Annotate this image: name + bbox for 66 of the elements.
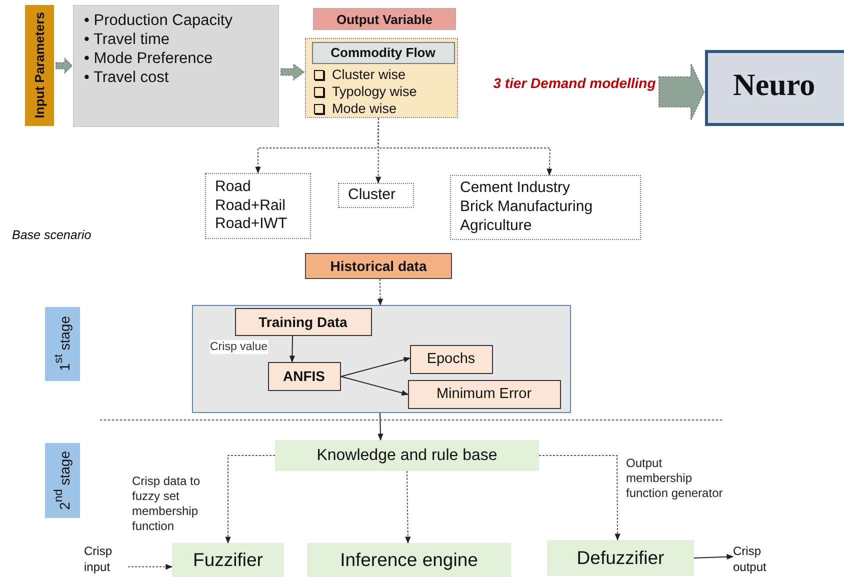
- text-label: Crisp input: [84, 544, 114, 576]
- category-box: [205, 173, 311, 239]
- process-box: [172, 543, 284, 577]
- node-label: ANFIS: [283, 368, 325, 384]
- heading-tab: [313, 8, 456, 30]
- block-arrow: [280, 63, 305, 81]
- arrow: [128, 564, 173, 570]
- result-box: [410, 344, 492, 374]
- edge-label: Crisp value: [210, 340, 268, 354]
- list-item: Cluster wise: [332, 67, 406, 82]
- list-item: • Travel cost: [84, 68, 170, 88]
- node-label: Cluster: [348, 186, 396, 205]
- process-box: [307, 543, 511, 577]
- category-box: [338, 183, 414, 208]
- node-label: Road+IWT: [215, 215, 288, 234]
- node-label: Commodity Flow: [330, 45, 436, 60]
- arrow: [405, 470, 411, 544]
- arrow: [340, 376, 409, 396]
- block-arrow: [658, 63, 705, 120]
- list-item: • Mode Preference: [84, 50, 214, 69]
- arrow: [378, 412, 384, 441]
- list-item: • Production Capacity: [84, 12, 232, 31]
- process-box: [275, 440, 539, 471]
- node-label: Input Parameters: [32, 12, 47, 119]
- node-label: Defuzzifier: [576, 547, 664, 569]
- category-box: [450, 175, 641, 240]
- output-box: [305, 38, 458, 118]
- arrow: [377, 278, 384, 306]
- heading-box: [312, 42, 454, 64]
- node-label: Agriculture: [460, 216, 532, 236]
- list-item: Typology wise: [332, 84, 417, 99]
- result-box: [408, 380, 560, 408]
- node-label: Epochs: [426, 351, 476, 367]
- node-label: Road: [215, 178, 251, 197]
- node-label: Knowledge and rule base: [316, 446, 498, 464]
- arrow: [378, 118, 552, 176]
- category-tab: [25, 5, 54, 126]
- process-box: [234, 308, 372, 336]
- arrow: [289, 336, 295, 363]
- node-label: Inference engine: [340, 549, 478, 571]
- arrow: [225, 455, 276, 544]
- parameter-list-box: [73, 5, 279, 127]
- arrow: [340, 356, 411, 377]
- node-label: Neuro: [733, 67, 816, 103]
- text-label: Crisp output: [733, 544, 768, 576]
- model-box: [705, 50, 844, 126]
- process-box: [547, 540, 694, 576]
- edge-label: Output membership function generator: [626, 456, 726, 501]
- block-arrow: [56, 57, 73, 74]
- process-box: [268, 362, 340, 390]
- arrow: [538, 455, 620, 541]
- node-label: Historical data: [330, 258, 427, 274]
- stage-tab: [45, 307, 80, 381]
- node-label: Road+Rail: [215, 196, 286, 216]
- node-label: Minimum Error: [436, 386, 532, 402]
- list-item: • Travel time: [84, 30, 171, 50]
- node-label: Brick Manufacturing: [460, 198, 593, 217]
- node-label: Cement Industry: [460, 179, 570, 198]
- stage-panel: [192, 305, 571, 413]
- node-label: Training Data: [258, 314, 348, 330]
- stage-tab: [45, 443, 80, 518]
- arrow: [694, 554, 734, 560]
- node-label: Output Variable: [336, 12, 433, 26]
- list-item: Mode wise: [332, 101, 397, 116]
- data-box: [305, 253, 452, 279]
- node-label: Fuzzifier: [193, 549, 263, 571]
